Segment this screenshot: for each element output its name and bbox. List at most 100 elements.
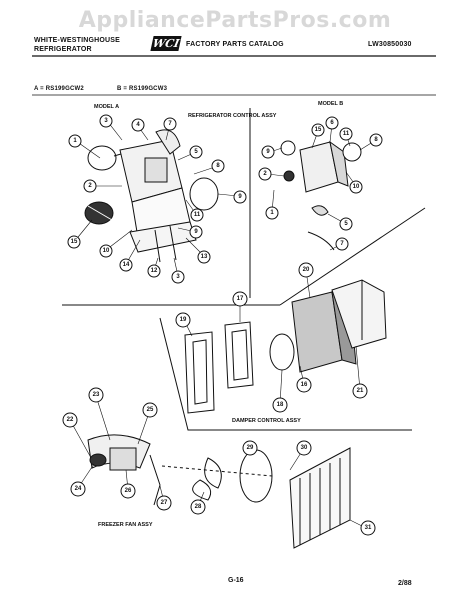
svg-text:5: 5 xyxy=(194,149,198,155)
svg-text:22: 22 xyxy=(67,417,74,423)
damper-duct-inner xyxy=(231,329,249,381)
model-b-control-assembly xyxy=(280,140,362,251)
thermostat-part xyxy=(144,157,168,183)
fan-blade xyxy=(192,479,212,501)
callout-12a: 12 xyxy=(147,264,161,278)
callout-5a: 5 xyxy=(189,145,203,159)
light-socket-part xyxy=(84,201,114,225)
svg-text:11: 11 xyxy=(194,212,201,218)
control-section-divider-slant xyxy=(279,207,426,306)
callout-9a-2: 9 xyxy=(189,225,203,239)
callout-27: 27 xyxy=(156,495,172,511)
fan-rod xyxy=(149,454,161,506)
svg-text:7: 7 xyxy=(168,121,172,127)
callout-20: 20 xyxy=(298,262,314,278)
damper-frame-inner xyxy=(192,339,208,405)
svg-text:9: 9 xyxy=(266,149,270,155)
catalog-number: LW30850030 xyxy=(368,41,412,48)
svg-text:1: 1 xyxy=(270,210,274,216)
damper-disc xyxy=(269,333,295,371)
callout-2b: 2 xyxy=(258,167,272,181)
svg-text:21: 21 xyxy=(357,388,364,394)
svg-text:6: 6 xyxy=(330,120,334,126)
damper-cover xyxy=(331,279,387,349)
callout-8b: 8 xyxy=(369,133,383,147)
dial-part xyxy=(342,142,362,162)
callout-11a: 11 xyxy=(190,208,204,222)
svg-text:14: 14 xyxy=(123,262,130,268)
callout-28: 28 xyxy=(190,499,206,515)
svg-text:10: 10 xyxy=(353,184,360,190)
callout-2a: 2 xyxy=(83,179,97,193)
svg-text:25: 25 xyxy=(147,407,154,413)
page-code: G-16 xyxy=(228,577,244,584)
svg-text:19: 19 xyxy=(180,317,187,323)
svg-text:31: 31 xyxy=(365,525,372,531)
callout-25: 25 xyxy=(142,402,158,418)
svg-text:23: 23 xyxy=(93,392,100,398)
fan-blade xyxy=(204,457,222,489)
model-b-line: B = RS199GCW3 xyxy=(117,86,168,92)
callout-29: 29 xyxy=(242,440,258,456)
fan-shroud xyxy=(239,449,273,503)
shield-part xyxy=(129,221,197,253)
callout-13a: 13 xyxy=(197,250,211,264)
damper-section-divider xyxy=(159,317,412,431)
svg-text:15: 15 xyxy=(71,239,78,245)
knob-part xyxy=(280,140,296,156)
callout-11b: 11 xyxy=(339,127,353,141)
damper-control-assembly xyxy=(184,279,387,414)
callout-5b: 5 xyxy=(339,217,353,231)
callout-21: 21 xyxy=(352,383,368,399)
screw-line xyxy=(154,229,161,263)
fan-motor-mount xyxy=(89,453,107,467)
page-number: 2/88 xyxy=(398,580,412,587)
callout-3a-2: 3 xyxy=(171,270,185,284)
svg-text:27: 27 xyxy=(161,500,168,506)
dial-part xyxy=(189,177,219,211)
svg-text:10: 10 xyxy=(103,248,110,254)
svg-text:7: 7 xyxy=(340,241,344,247)
assembly-dash-line xyxy=(161,465,273,477)
svg-text:3: 3 xyxy=(176,274,180,280)
callout-7a: 7 xyxy=(163,117,177,131)
svg-text:24: 24 xyxy=(75,486,82,492)
callout-10b: 10 xyxy=(349,180,363,194)
callout-15b: 15 xyxy=(311,123,325,137)
svg-text:18: 18 xyxy=(277,402,284,408)
svg-text:13: 13 xyxy=(201,254,208,260)
callout-22: 22 xyxy=(62,412,78,428)
callout-23: 23 xyxy=(88,387,104,403)
svg-text:30: 30 xyxy=(301,445,308,451)
fan-motor xyxy=(109,447,137,471)
callout-1a: 1 xyxy=(68,134,82,148)
callout-26: 26 xyxy=(120,483,136,499)
wire-part xyxy=(307,231,335,251)
svg-text:2: 2 xyxy=(263,171,267,177)
freezer-fan-assembly xyxy=(87,434,351,549)
svg-text:28: 28 xyxy=(195,504,202,510)
model-a-line: A = RS199GCW2 xyxy=(34,86,84,92)
svg-text:9: 9 xyxy=(238,194,242,200)
svg-text:17: 17 xyxy=(237,296,244,302)
callout-7b: 7 xyxy=(335,237,349,251)
svg-text:11: 11 xyxy=(343,131,350,137)
callout-10a: 10 xyxy=(99,244,113,258)
svg-text:4: 4 xyxy=(136,122,140,128)
svg-text:16: 16 xyxy=(301,382,308,388)
callout-9b: 9 xyxy=(261,145,275,159)
callout-3a: 3 xyxy=(99,114,113,128)
svg-text:2: 2 xyxy=(88,183,92,189)
callout-6b: 6 xyxy=(325,116,339,130)
callout-31: 31 xyxy=(360,520,376,536)
screw-line xyxy=(169,225,177,261)
callout-9a: 9 xyxy=(233,190,247,204)
svg-text:8: 8 xyxy=(374,137,378,143)
callout-18: 18 xyxy=(272,397,288,413)
svg-text:3: 3 xyxy=(104,118,108,124)
section-damper-control: DAMPER CONTROL ASSY xyxy=(232,418,301,424)
socket-ridge xyxy=(87,205,113,221)
callout-4a: 4 xyxy=(131,118,145,132)
svg-text:1: 1 xyxy=(73,138,77,144)
callout-30: 30 xyxy=(296,440,312,456)
